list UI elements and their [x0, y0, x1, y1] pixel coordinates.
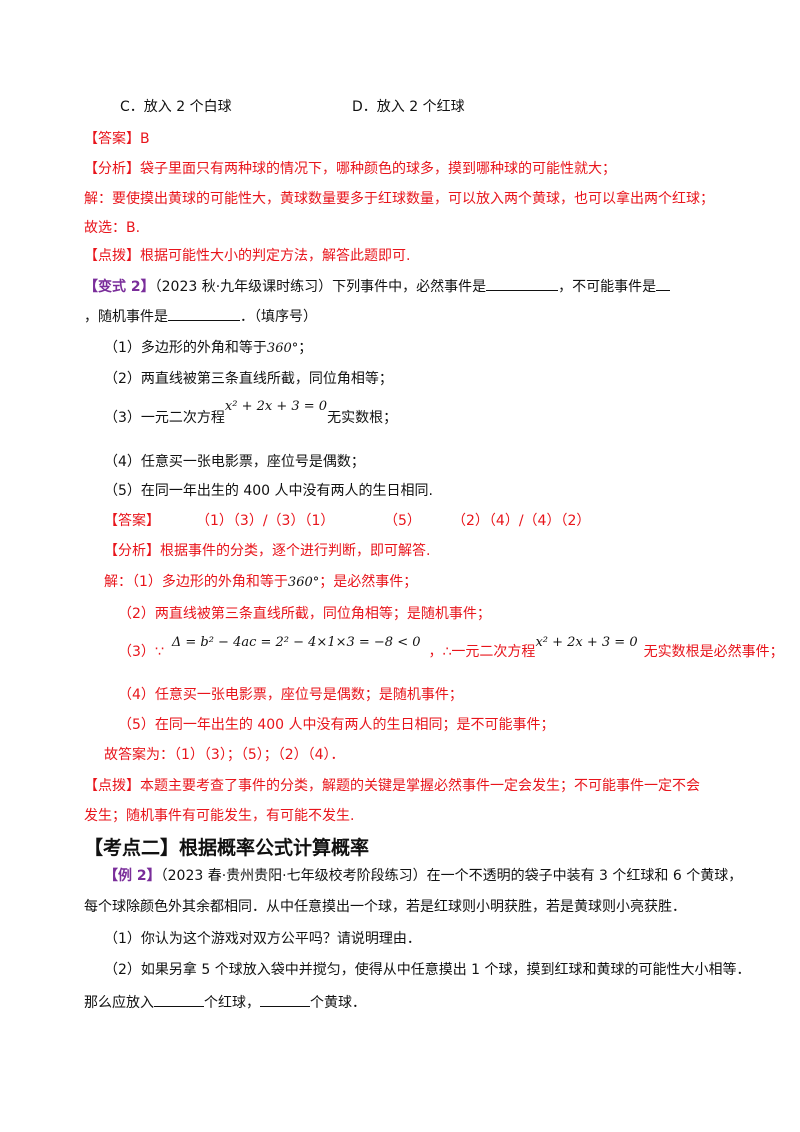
variant2-solution-2: （2）两直线被第三条直线所截，同位角相等；是随机事件； [118, 606, 491, 622]
variant2-item-3: （3）一元二次方程x² + 2x + 3 = 0无实数根； [104, 399, 398, 429]
variant2-final-answer: 故答案为：（1）（3）；（5）；（2）（4）． [104, 747, 345, 763]
sol1-text: 解：（1）多边形的外角和等于 [104, 574, 288, 590]
variant2-answer-3: （2）（4）/（4）（2） [452, 513, 591, 529]
blank-yellow-count [260, 992, 310, 1007]
variant2-answer-2: （5） [384, 513, 421, 529]
variant2-stem-d: ．（填序号） [240, 309, 317, 325]
item3-end: 无实数根； [327, 410, 398, 426]
item3-text: （3）一元二次方程 [104, 410, 225, 426]
variant2-tip-tag: 【点拨】 [84, 778, 140, 794]
blank-random [168, 306, 240, 321]
item1-end: ； [298, 340, 313, 356]
variant2-stem-a: （2023 秋·九年级课时练习）下列事件中，必然事件是 [154, 279, 487, 295]
variant2-item-2: （2）两直线被第三条直线所截，同位角相等； [104, 371, 393, 387]
variant2-solution-5: （5）在同一年出生的 400 人中没有两人的生日相同；是不可能事件； [118, 717, 555, 733]
option-d: D．放入 2 个红球 [352, 99, 465, 115]
item1-text: （1）多边形的外角和等于 [104, 340, 267, 356]
variant2-tip-line-1: 【点拨】本题主要考查了事件的分类，解题的关键是掌握必然事件一定会发生；不可能事件… [84, 776, 700, 796]
variant2-solution-1: 解：（1）多边形的外角和等于360°；是必然事件； [104, 572, 417, 593]
sol1-end: ；是必然事件； [319, 574, 418, 590]
example2-question-2-cont: 那么应放入 个红球， 个黄球． [84, 992, 366, 1013]
blank-certain [486, 276, 559, 291]
example2-stem-1: 【例 2】（2023 春·贵州贵阳·七年级校考阶段练习）在一个不透明的袋子中装有… [104, 866, 742, 886]
variant2-stem-2: ，随机事件是 ．（填序号） [84, 306, 317, 327]
analysis-text: 袋子里面只有两种球的情况下，哪种颜色的球多，摸到哪种球的可能性就大； [140, 161, 616, 177]
answer-value: B [140, 131, 150, 147]
variant2-tip-line-2: 发生；随机事件有可能发生，有可能不发生. [84, 808, 355, 824]
variant2-solution-3: （3）∵ Δ = b² − 4ac = 2² − 4×1×3 = −8 < 0 ，∴… [118, 635, 784, 663]
tip-text: 根据可能性大小的判定方法，解答此题即可. [140, 248, 411, 264]
q3-text-c: 个黄球． [310, 995, 366, 1011]
tip-line: 【点拨】根据可能性大小的判定方法，解答此题即可. [84, 246, 410, 266]
tip-tag: 【点拨】 [84, 248, 140, 264]
example2-stem-2: 每个球除颜色外其余都相同．从中任意摸出一个球，若是红球则小明获胜，若是黄球则小亮… [84, 899, 686, 915]
math-quadratic: x² + 2x + 3 = 0 [224, 399, 328, 414]
sol3-text: （3）∵ [118, 644, 164, 660]
variant2-answer-1: （1）（3）/（3）（1） [196, 513, 335, 529]
sol3-end: 无实数根是必然事件； [643, 644, 784, 660]
answer-tag: 【答案】 [84, 131, 140, 147]
math-360-sol: 360° [287, 575, 320, 590]
variant2-stem-b: ，不可能事件是 [558, 279, 657, 295]
answer-line: 【答案】B [84, 129, 150, 149]
analysis-tag: 【分析】 [84, 161, 140, 177]
example2-tag: 【例 2】 [104, 868, 161, 884]
sol3-mid: ，∴一元二次方程 [428, 644, 536, 660]
blank-impossible [656, 276, 671, 291]
math-discriminant: Δ = b² − 4ac = 2² − 4×1×3 = −8 < 0 [171, 635, 421, 650]
variant2-stem-c: ，随机事件是 [84, 309, 168, 325]
example2-question-2: （2）如果另拿 5 个球放入袋中并搅匀，使得从中任意摸出 1 个球，摸到红球和黄… [104, 962, 751, 978]
variant2-analysis-text: 根据事件的分类，逐个进行判断，即可解答. [160, 543, 431, 559]
q3-text-b: 个红球， [204, 995, 260, 1011]
example2-stem-text-1: （2023 春·贵州贵阳·七年级校考阶段练习）在一个不透明的袋子中装有 3 个红… [160, 868, 743, 884]
solution-line: 解：要使摸出黄球的可能性大，黄球数量要多于红球数量，可以放入两个黄球，也可以拿出… [84, 191, 714, 207]
variant2-solution-4: （4）任意买一张电影票，座位号是偶数；是随机事件； [118, 687, 463, 703]
variant2-tag: 【变式 2】 [84, 279, 155, 295]
variant2-item-4: （4）任意买一张电影票，座位号是偶数； [104, 454, 365, 470]
variant2-answer-tag: 【答案】 [104, 513, 160, 529]
analysis-line: 【分析】袋子里面只有两种球的情况下，哪种颜色的球多，摸到哪种球的可能性就大； [84, 159, 616, 179]
variant2-stem: 【变式 2】（2023 秋·九年级课时练习）下列事件中，必然事件是 ，不可能事件是 [84, 276, 671, 297]
variant2-item-5: （5）在同一年出生的 400 人中没有两人的生日相同. [104, 483, 433, 499]
math-quadratic-sol: x² + 2x + 3 = 0 [535, 635, 638, 650]
variant2-analysis-tag: 【分析】 [104, 543, 160, 559]
example2-question-1: （1）你认为这个游戏对双方公平吗？请说明理由． [104, 931, 421, 947]
choose-line: 故选：B. [84, 220, 141, 236]
variant2-answer-line: 【答案】 [104, 511, 160, 531]
variant2-item-1: （1）多边形的外角和等于360°； [104, 338, 312, 359]
blank-red-count [154, 992, 204, 1007]
keypoint2-heading: 【考点二】根据概率公式计算概率 [84, 837, 370, 859]
option-c: C．放入 2 个白球 [120, 99, 232, 115]
variant2-analysis-line: 【分析】根据事件的分类，逐个进行判断，即可解答. [104, 541, 430, 561]
math-360: 360° [266, 341, 299, 356]
q3-text-a: 那么应放入 [84, 995, 154, 1011]
variant2-tip-text-1: 本题主要考查了事件的分类，解题的关键是掌握必然事件一定会发生；不可能事件一定不会 [140, 778, 700, 794]
